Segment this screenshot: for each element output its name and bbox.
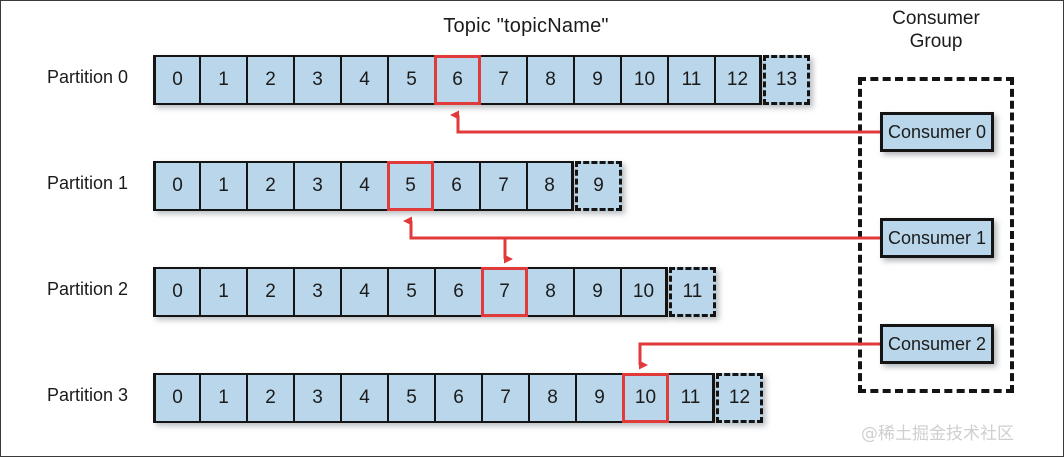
partition-2-current-offset-cell: 7 (481, 267, 528, 317)
partition-2-offset-cell: 2 (247, 267, 294, 317)
partition-3-offset-cell: 5 (388, 373, 435, 423)
partition-3-offset-cell: 7 (482, 373, 529, 423)
partition-0-offset-cell: 13 (763, 55, 810, 105)
arrow-consumer2-to-partition3 (638, 342, 880, 370)
partition-2-offset-cell: 5 (388, 267, 435, 317)
partition-3-offset-cell: 2 (247, 373, 294, 423)
watermark: @稀土掘金技术社区 (861, 424, 1014, 444)
partition-label-1: Partition 1 (47, 173, 129, 193)
topic-title: Topic "topicName" (443, 15, 609, 37)
partition-3-offset-cell: 9 (576, 373, 623, 423)
partition-0-offset-cell: 12 (715, 55, 762, 105)
partition-0-offset-cell: 4 (341, 55, 388, 105)
partition-3-offset-cell: 0 (153, 373, 200, 423)
partition-2-offset-cell: 10 (621, 267, 668, 317)
partition-1-offset-cell: 1 (200, 161, 247, 211)
partition-3-offset-cell: 8 (529, 373, 576, 423)
partition-1-offset-cell: 0 (153, 161, 200, 211)
partition-2-offset-cell: 9 (574, 267, 621, 317)
partition-2-offset-cell: 11 (669, 267, 716, 317)
partition-3-current-offset-cell: 10 (622, 373, 669, 423)
consumer-box-1[interactable]: Consumer 1 (880, 218, 994, 258)
partition-0-offset-cell: 1 (200, 55, 247, 105)
consumer-group-title: Consumer Group (846, 7, 1026, 53)
consumer-box-0[interactable]: Consumer 0 (880, 112, 994, 152)
partition-0-offset-cell: 3 (294, 55, 341, 105)
partition-2-offset-cell: 3 (294, 267, 341, 317)
partition-1-offset-cell: 3 (294, 161, 341, 211)
partition-0-offset-cell: 0 (153, 55, 200, 105)
consumer-group-title-line1: Consumer (892, 8, 980, 29)
partition-1-current-offset-cell: 5 (387, 161, 434, 211)
arrow-consumer1-to-partition1 (403, 216, 880, 240)
partition-label-2: Partition 2 (47, 279, 129, 299)
partition-3-offset-cell: 1 (200, 373, 247, 423)
partition-0-offset-cell: 8 (527, 55, 574, 105)
consumer-box-2[interactable]: Consumer 2 (880, 324, 994, 364)
partition-2-offset-cell: 1 (200, 267, 247, 317)
partition-2-offset-cell: 4 (341, 267, 388, 317)
consumer-group-title-line2: Group (909, 31, 963, 52)
partition-0-offset-cell: 5 (388, 55, 435, 105)
partition-3-offset-cell: 6 (435, 373, 482, 423)
partition-3-offset-cell: 3 (294, 373, 341, 423)
partition-0-offset-cell: 11 (668, 55, 715, 105)
partition-0-offset-cell: 9 (574, 55, 621, 105)
partition-3-offset-cell: 12 (716, 373, 763, 423)
partition-label-0: Partition 0 (47, 67, 129, 87)
partition-label-3: Partition 3 (47, 385, 129, 405)
partition-0-offset-cell: 10 (621, 55, 668, 105)
partition-1-offset-cell: 4 (341, 161, 388, 211)
partition-2-offset-cell: 8 (527, 267, 574, 317)
partition-3-offset-cell: 4 (341, 373, 388, 423)
partition-1-offset-cell: 8 (527, 161, 574, 211)
partition-0-current-offset-cell: 6 (434, 55, 481, 105)
partition-1-offset-cell: 2 (247, 161, 294, 211)
partition-0-offset-cell: 2 (247, 55, 294, 105)
partition-0-offset-cell: 7 (480, 55, 527, 105)
partition-2-offset-cell: 0 (153, 267, 200, 317)
partition-1-offset-cell: 6 (433, 161, 480, 211)
partition-3-offset-cell: 11 (668, 373, 715, 423)
partition-1-offset-cell: 7 (480, 161, 527, 211)
partition-1-offset-cell: 9 (575, 161, 622, 211)
arrow-consumer0-to-partition0 (450, 110, 880, 134)
partition-2-offset-cell: 6 (435, 267, 482, 317)
